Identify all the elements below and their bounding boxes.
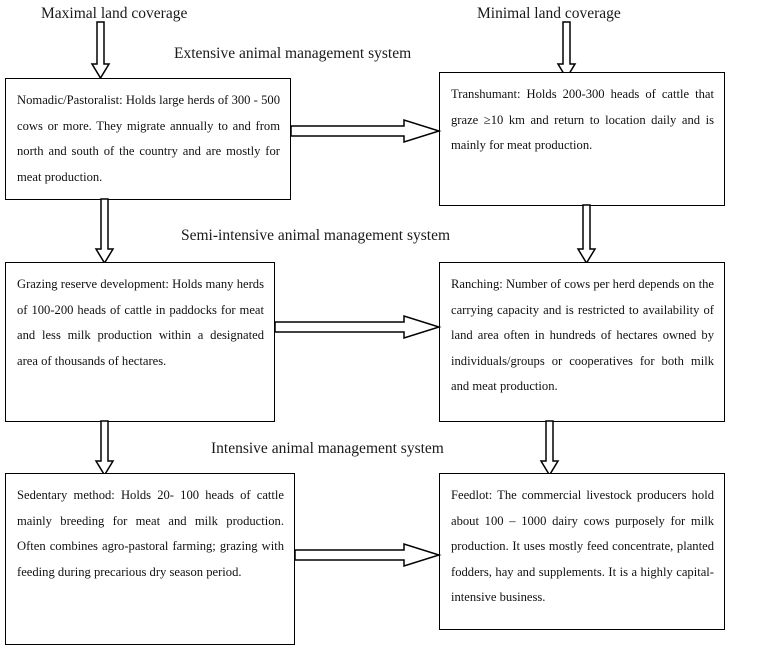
arrow-grazing-reserve-to-sedentary-icon	[94, 420, 115, 477]
arrow-maximal-to-nomadic-icon	[90, 21, 111, 80]
node-sedentary-method-text: Sedentary method: Holds 20- 100 heads of…	[17, 488, 284, 579]
row-title-extensive-system: Extensive animal management system	[174, 45, 412, 62]
node-feedlot: Feedlot: The commercial livestock produc…	[439, 473, 725, 630]
node-grazing-reserve-development: Grazing reserve development: Holds many …	[5, 262, 275, 422]
node-sedentary-method: Sedentary method: Holds 20- 100 heads of…	[5, 473, 295, 645]
column-label-minimal-land-coverage: Minimal land coverage	[477, 5, 621, 22]
node-ranching-text: Ranching: Number of cows per herd depend…	[451, 277, 714, 393]
node-feedlot-text: Feedlot: The commercial livestock produc…	[451, 488, 714, 604]
arrow-transhumant-to-ranching-icon	[576, 204, 597, 265]
node-nomadic-pastoralist-text: Nomadic/Pastoralist: Holds large herds o…	[17, 93, 280, 184]
arrow-nomadic-to-grazing-reserve-icon	[94, 198, 115, 265]
arrow-ranching-to-feedlot-icon	[539, 420, 560, 477]
row-title-semi-intensive-system: Semi-intensive animal management system	[181, 227, 451, 244]
arrow-nomadic-to-transhumant-icon	[290, 117, 442, 145]
column-label-maximal-land-coverage: Maximal land coverage	[41, 5, 188, 22]
row-title-intensive-system: Intensive animal management system	[211, 440, 444, 457]
node-transhumant: Transhumant: Holds 200-300 heads of catt…	[439, 72, 725, 206]
arrow-minimal-to-transhumant-icon	[556, 21, 577, 80]
arrow-sedentary-to-feedlot-icon	[294, 541, 442, 569]
node-ranching: Ranching: Number of cows per herd depend…	[439, 262, 725, 422]
node-transhumant-text: Transhumant: Holds 200-300 heads of catt…	[451, 87, 714, 152]
node-nomadic-pastoralist: Nomadic/Pastoralist: Holds large herds o…	[5, 78, 291, 200]
arrow-grazing-reserve-to-ranching-icon	[274, 313, 442, 341]
node-grazing-reserve-development-text: Grazing reserve development: Holds many …	[17, 277, 264, 368]
